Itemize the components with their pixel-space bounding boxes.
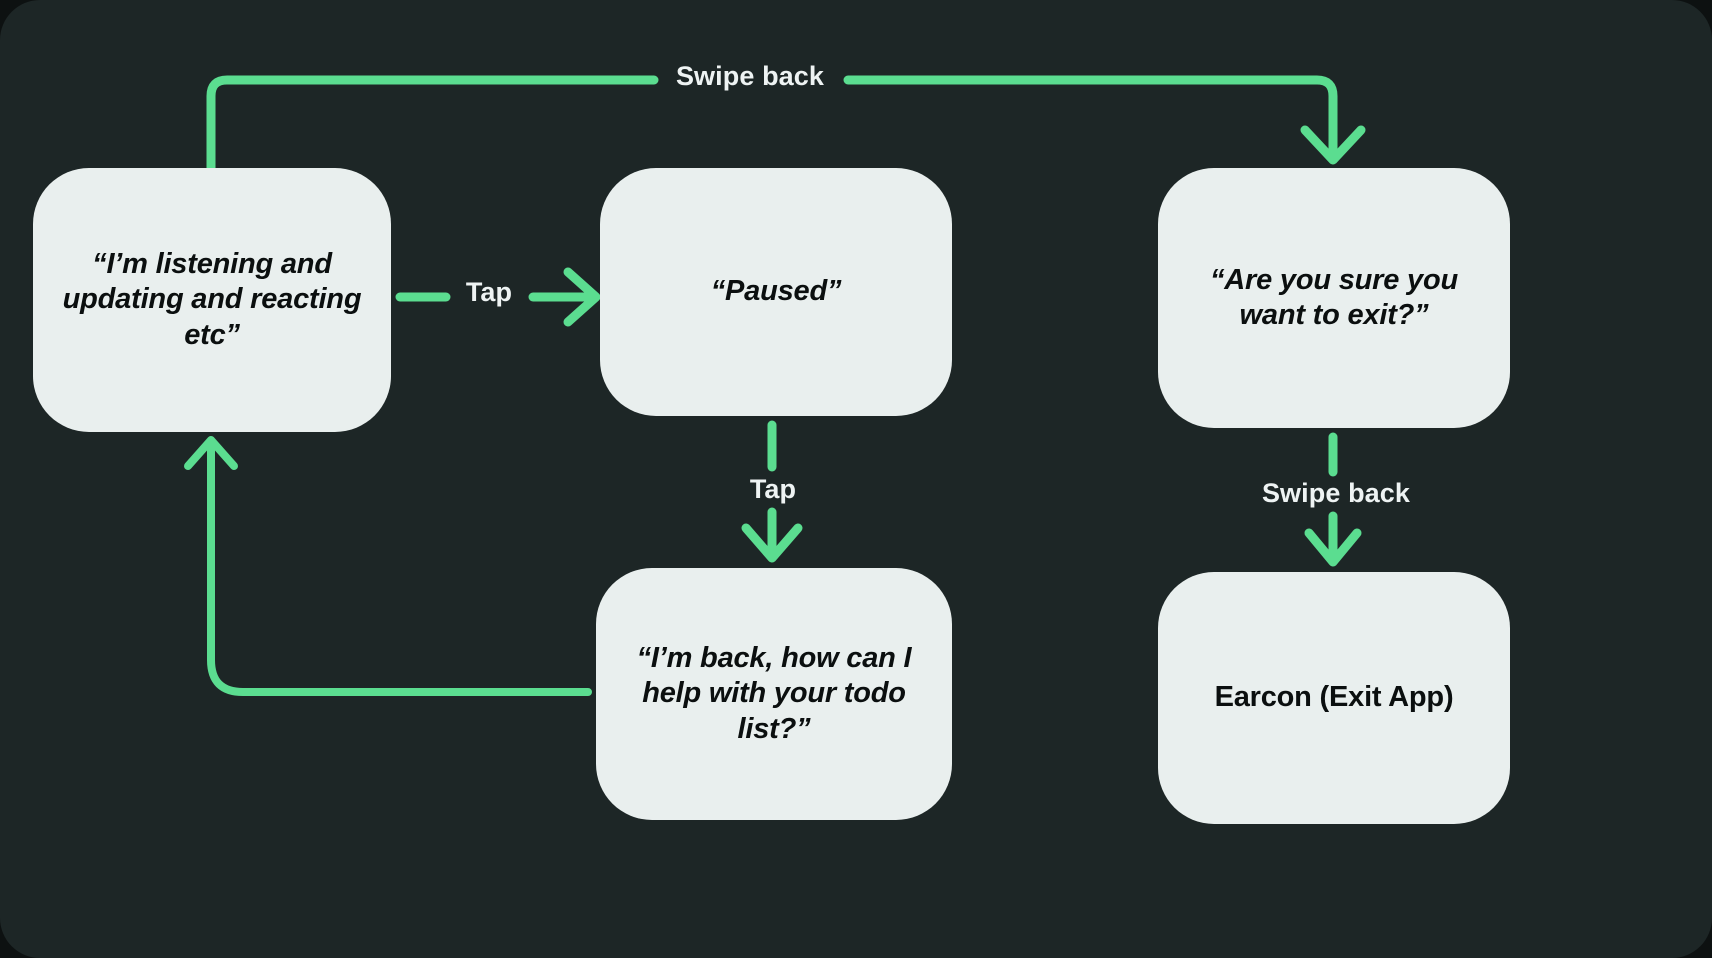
edge-label-swipe-back-top: Swipe back <box>675 61 825 91</box>
node-paused-label: “Paused” <box>710 275 842 308</box>
node-back[interactable]: “I’m back, how can I help with your todo… <box>596 568 952 820</box>
edge-label-tap-listening-to-paused: Tap <box>465 277 513 307</box>
edge-listening-to-exit-left-segment <box>206 75 659 177</box>
node-paused[interactable]: “Paused” <box>600 168 952 416</box>
edge-back-to-listening-path <box>207 440 592 696</box>
edge-listening-to-exit-right-segment <box>843 75 1338 157</box>
node-exit-confirm-label: “Are you sure you want to exit?” <box>1210 263 1458 331</box>
edge-listening-to-exit-arrowhead <box>1300 125 1366 165</box>
edge-back-to-listening-arrowhead <box>184 436 238 470</box>
edge-paused-to-back-arrowhead <box>741 523 803 563</box>
node-earcon-exit-app-label: Earcon (Exit App) <box>1214 681 1454 714</box>
node-listening[interactable]: “I’m listening and updating and reacting… <box>33 168 391 432</box>
edge-exit-to-earcon-arrowhead <box>1304 528 1362 567</box>
node-exit-confirm[interactable]: “Are you sure you want to exit?” <box>1158 168 1510 428</box>
node-back-label: “I’m back, how can I help with your todo… <box>636 641 912 745</box>
edge-listening-to-paused-arrowhead <box>563 267 601 327</box>
node-listening-label: “I’m listening and updating and reacting… <box>62 247 362 351</box>
edge-label-swipe-back-exit-to-earcon: Swipe back <box>1261 478 1411 508</box>
edge-label-tap-paused-to-back: Tap <box>749 474 797 504</box>
node-earcon-exit-app[interactable]: Earcon (Exit App) <box>1158 572 1510 824</box>
